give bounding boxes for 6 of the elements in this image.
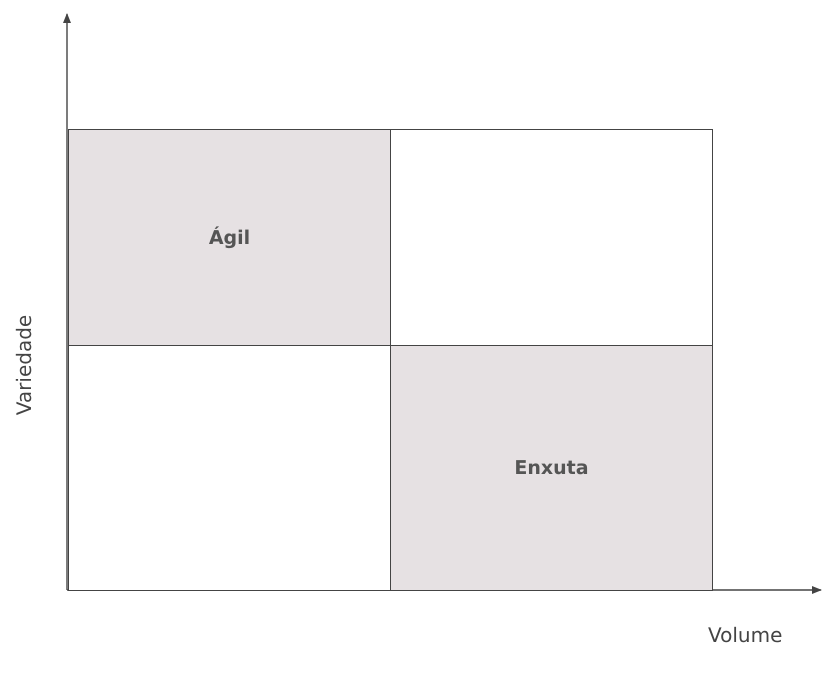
quadrant-label: Enxuta	[514, 457, 589, 479]
quadrant-label: Ágil	[208, 226, 250, 248]
y-axis-label: Variedade	[12, 314, 36, 416]
x-axis-label: Volume	[708, 623, 782, 647]
quadrant	[390, 345, 713, 591]
quadrant	[68, 129, 391, 346]
